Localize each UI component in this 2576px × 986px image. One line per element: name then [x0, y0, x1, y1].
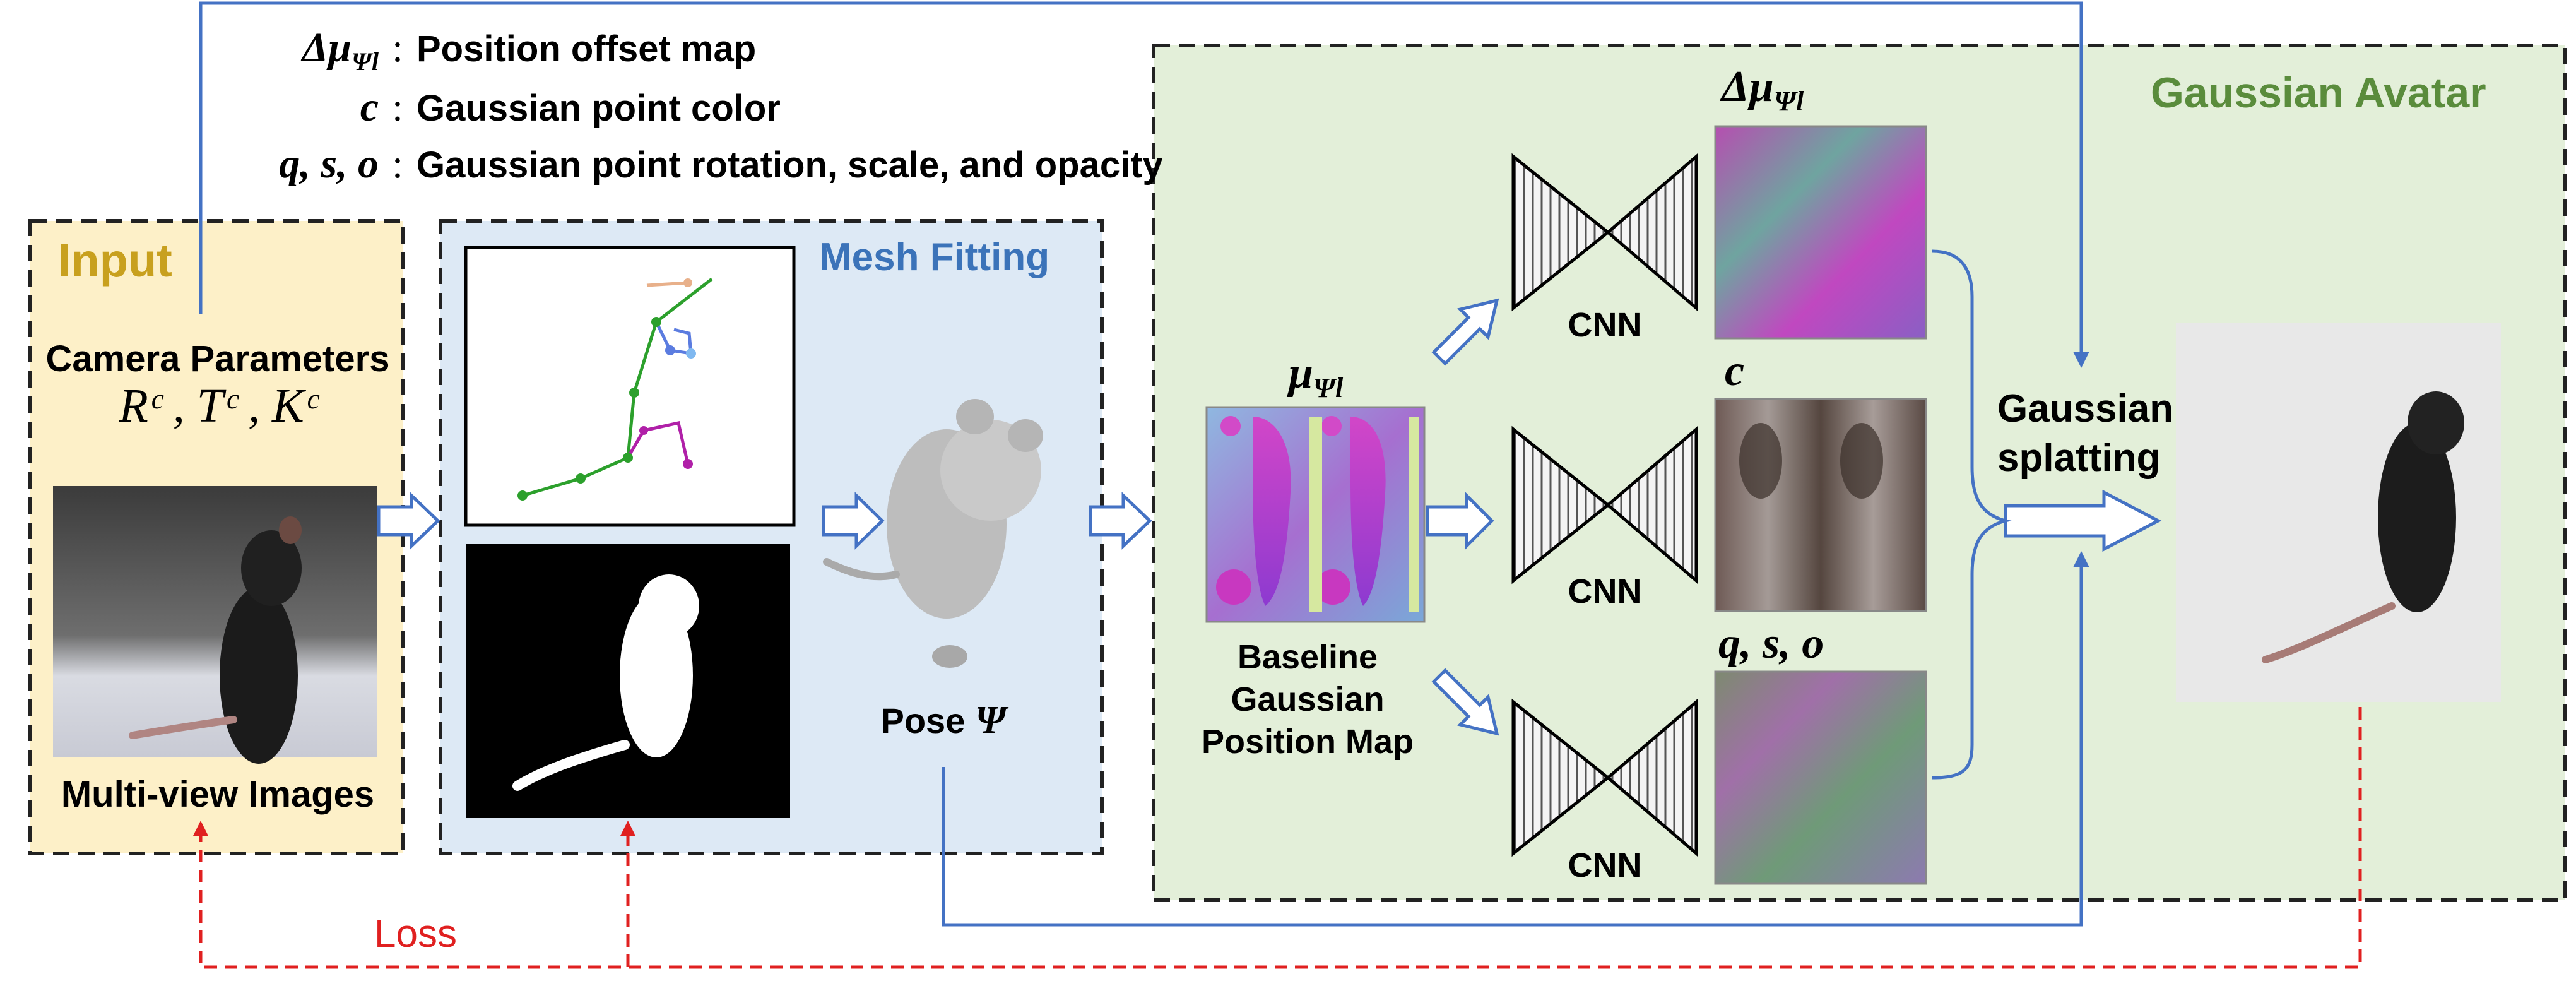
silhouette-mask-image	[466, 544, 790, 818]
cnn-label-middle: CNN	[1568, 573, 1642, 610]
legend-row-color: c:Gaussian point color	[252, 83, 781, 131]
cnn-block-bottom	[1511, 698, 1698, 857]
legend-row-offset: ΔμΨl:Position offset map	[302, 25, 757, 76]
baseline-line-2: Gaussian	[1231, 680, 1385, 718]
mesh-fitting-title: Mesh Fitting	[819, 235, 1050, 279]
pose-label-text: Pose	[880, 701, 975, 740]
arrow-baseline-to-cnn-bottom	[1431, 668, 1499, 736]
loss-lines	[192, 707, 2362, 969]
cnn-label-bottom: CNN	[1568, 846, 1642, 884]
keypoint-skeleton-image	[464, 246, 796, 527]
arrow-baseline-to-cnn-middle	[1426, 491, 1494, 550]
legend-row-qso: q, s, o:Gaussian point rotation, scale, …	[252, 140, 1163, 188]
camera-parameters-math: Rᶜ , Tᶜ , Kᶜ	[119, 379, 317, 432]
loss-label: Loss	[374, 912, 457, 956]
multi-view-image	[53, 486, 377, 764]
merge-bracket	[1932, 249, 2012, 780]
camera-parameters-label: Camera Parameters	[45, 338, 390, 379]
pose-line	[942, 551, 2089, 927]
arrow-images-to-pose	[822, 492, 885, 550]
delta-mu-symbol: Δμ	[1722, 62, 1774, 111]
gaussian-avatar-title: Gaussian Avatar	[2151, 69, 2486, 117]
legend-desc-qso: Gaussian point rotation, scale, and opac…	[417, 145, 1163, 186]
arrow-to-splatting	[2004, 489, 2162, 552]
baseline-line-3: Position Map	[1202, 723, 1414, 761]
qso-label: q, s, o	[1718, 619, 1824, 668]
pose-symbol: Ψ	[974, 699, 1007, 742]
legend-symbol-qso: q, s, o	[279, 141, 379, 187]
legend-symbol: Δμ	[302, 25, 352, 71]
input-title: Input	[58, 234, 172, 287]
cnn-block-middle	[1511, 425, 1698, 585]
mu-subscript: Ψl	[1313, 372, 1344, 403]
cnn-block-top	[1511, 153, 1698, 312]
mu-symbol: μ	[1288, 349, 1313, 398]
arrow-input-to-mesh	[377, 492, 440, 550]
arrow-baseline-to-cnn-top	[1431, 298, 1499, 366]
cnn-label-top: CNN	[1568, 306, 1642, 344]
block-arrows	[377, 298, 2162, 736]
rotation-scale-opacity-map-image	[1714, 670, 1927, 885]
legend-desc-color: Gaussian point color	[417, 88, 781, 129]
pose-mesh-image	[823, 399, 1043, 668]
camera-params-line	[199, 1, 2089, 368]
position-offset-map-image	[1714, 125, 1927, 340]
gaussian-splatting-line-1: Gaussian	[1997, 387, 2174, 431]
c-label: c	[1725, 347, 1745, 395]
mu-label: μΨl	[1289, 348, 1343, 404]
pose-label: Pose Ψ	[881, 698, 1007, 743]
legend-symbol-c: c	[360, 84, 379, 130]
gaussian-splatting-line-2: splatting	[1997, 436, 2161, 480]
arrow-pose-to-baseline	[1089, 492, 1152, 550]
legend-desc-offset: Position offset map	[417, 28, 757, 69]
delta-mu-subscript: Ψl	[1773, 86, 1804, 117]
legend-subscript: Ψl	[351, 47, 379, 76]
baseline-line-1: Baseline	[1237, 638, 1378, 676]
multi-view-images-label: Multi-view Images	[61, 774, 375, 815]
delta-mu-label: ΔμΨl	[1722, 62, 1804, 117]
baseline-position-map-image	[1205, 406, 1426, 623]
rendered-avatar-image	[2176, 323, 2501, 702]
color-map-image	[1714, 398, 1927, 612]
